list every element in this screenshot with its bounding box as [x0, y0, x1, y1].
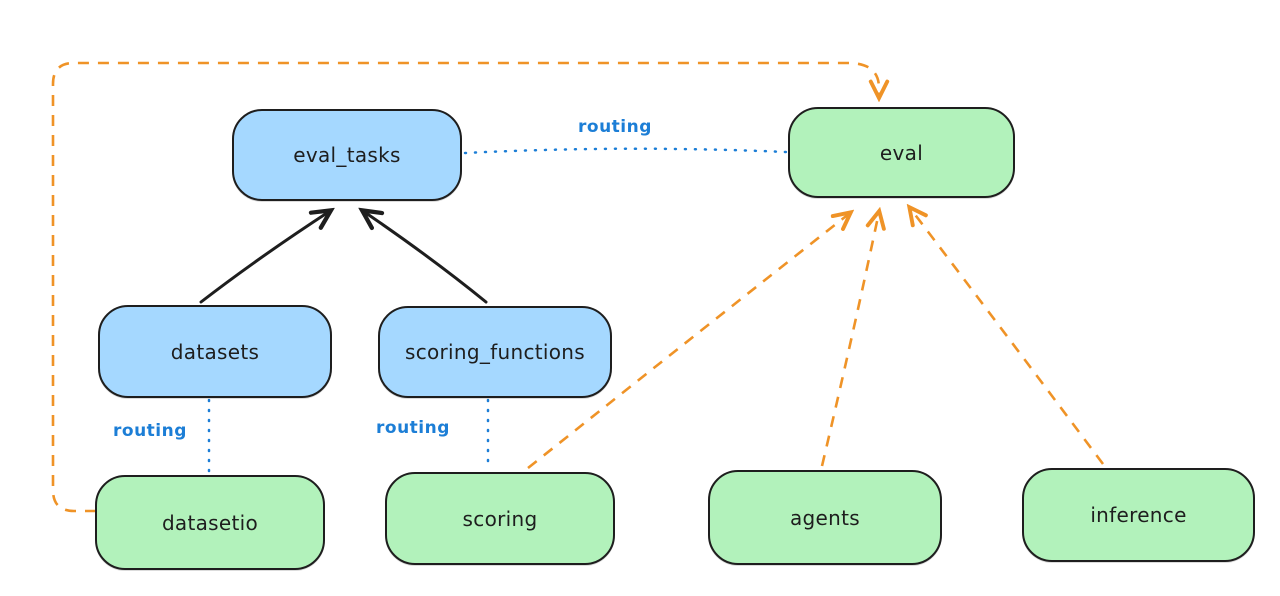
edge-label-routing-datasets-datasetio: routing: [113, 421, 187, 441]
node-label-scoring: scoring: [462, 506, 538, 531]
edge-eval-tasks-to-eval-routing: [463, 147, 788, 155]
node-agents: agents: [708, 470, 942, 565]
edge-label-routing-eval-tasks-eval: routing: [578, 117, 652, 137]
edge-inference-to-eval: [910, 208, 1105, 465]
node-scoring-functions: scoring_functions: [378, 306, 612, 398]
node-label-inference: inference: [1090, 503, 1187, 527]
node-label-datasets: datasets: [170, 339, 260, 364]
node-scoring: scoring: [385, 472, 615, 565]
node-label-datasetio: datasetio: [161, 510, 259, 535]
node-inference: inference: [1022, 468, 1255, 562]
node-label-eval: eval: [879, 140, 924, 165]
node-datasetio: datasetio: [95, 475, 325, 570]
node-label-scoring-functions: scoring_functions: [404, 340, 586, 364]
node-label-agents: agents: [790, 505, 860, 530]
node-label-eval-tasks: eval_tasks: [293, 143, 401, 167]
edge-agents-to-eval: [820, 212, 879, 467]
edge-label-routing-scoring-functions-scoring: routing: [376, 418, 450, 438]
node-eval-tasks: eval_tasks: [232, 109, 462, 201]
node-eval: eval: [788, 107, 1015, 198]
edge-scoring-functions-to-eval-tasks: [363, 211, 488, 304]
node-datasets: datasets: [98, 305, 332, 398]
edge-datasets-to-eval-tasks: [199, 211, 330, 304]
edge-scoring-to-eval: [527, 213, 850, 470]
